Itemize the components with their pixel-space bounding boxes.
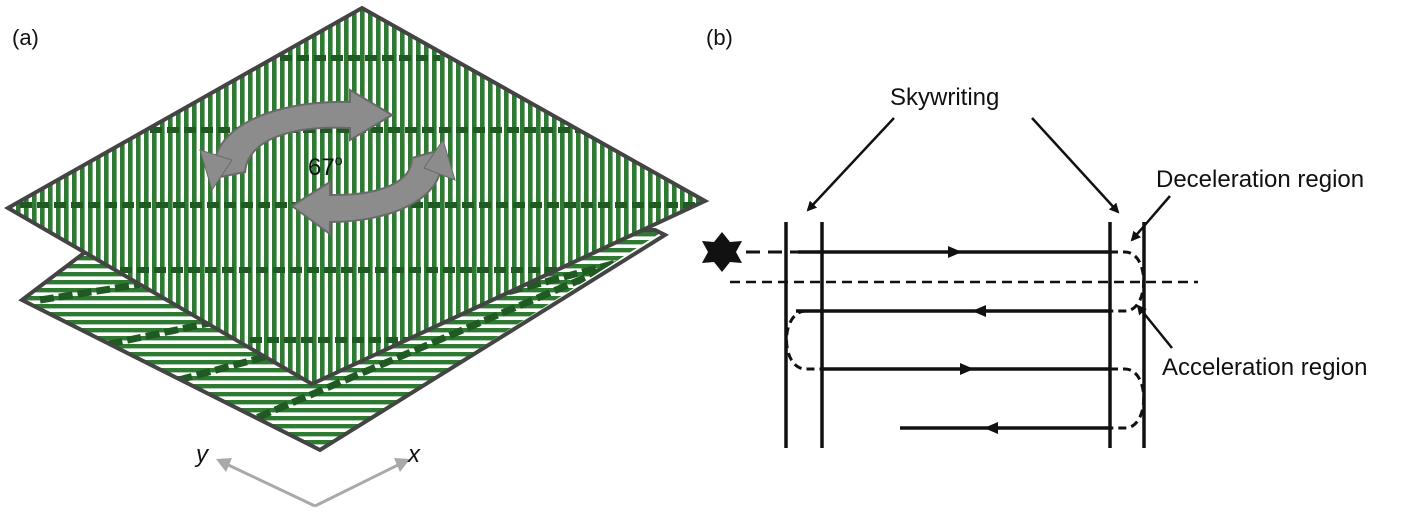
scan-arrow-3-icon: [960, 363, 974, 375]
acceleration-pointer: [1136, 304, 1173, 349]
left-loop-1: [785, 309, 822, 371]
scan-arrow-2-icon: [972, 305, 986, 317]
scan-lines: [796, 246, 1110, 434]
rotation-angle-label: 67o: [308, 152, 343, 181]
panel-a-label: (a): [12, 25, 39, 50]
panel-b-label: (b): [706, 25, 733, 50]
deceleration-label: Deceleration region: [1156, 166, 1364, 193]
right-loop-1: [1110, 250, 1146, 313]
scan-arrow-4-icon: [984, 422, 998, 434]
deceleration-pointer: [1130, 195, 1171, 242]
rotation-arrow-icon: [199, 88, 456, 236]
panel-a: (a): [3, 5, 710, 508]
axis-y-label: y: [194, 441, 210, 468]
boundary-lines: [784, 222, 1146, 448]
skywriting-label: Skywriting: [890, 84, 999, 111]
turnaround-loops: [785, 250, 1146, 430]
start-star-icon: [702, 232, 742, 272]
axis-y-arrow: [221, 460, 316, 508]
right-loop-2: [1110, 367, 1146, 430]
axis-x-label: x: [407, 441, 421, 468]
top-layer-outline: [3, 5, 710, 387]
scan-arrow-1-icon: [948, 246, 962, 258]
panel-b: (b) S: [702, 25, 1367, 448]
acceleration-label: Acceleration region: [1162, 354, 1367, 381]
skywriting-pointer-right: [1031, 117, 1120, 214]
axis-arrows: y x: [194, 441, 421, 508]
axis-x-arrow: [314, 460, 405, 508]
skywriting-pointer-left: [806, 117, 895, 212]
